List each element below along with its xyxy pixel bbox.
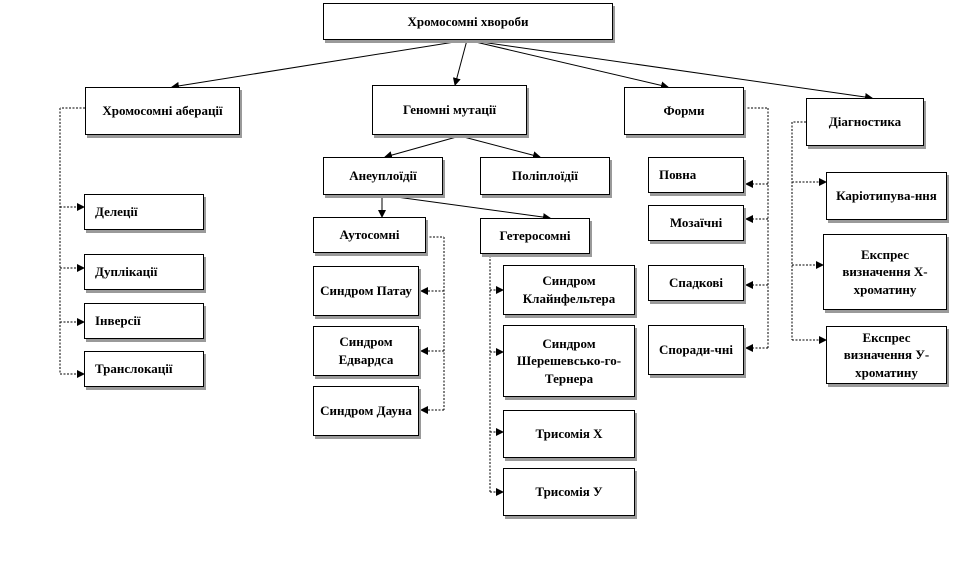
node-aneuploidy: Анеуплоїдії <box>323 157 443 195</box>
node-form-sporadic: Споради-чні <box>648 325 744 375</box>
node-form-complete: Повна <box>648 157 744 193</box>
node-form-hereditary: Спадкові <box>648 265 744 301</box>
node-karyotyping: Каріотипува-ння <box>826 172 947 220</box>
arrow-root-diagnostics <box>466 39 873 101</box>
arrow-root-genomic <box>452 39 468 86</box>
arrow-genomic-aneuploidy <box>384 135 461 159</box>
node-x-chromatin-test: Експрес визначення Х-хроматину <box>823 234 947 310</box>
arrow-root-forms <box>466 39 669 90</box>
node-aberrations: Хромосомні аберації <box>85 87 240 135</box>
node-down-syndrome: Синдром Дауна <box>313 386 419 436</box>
arrow-aneuploidy-gonosomal <box>381 194 551 222</box>
node-genomic-mutations: Геномні мутації <box>372 85 527 135</box>
node-aberration-deletions: Делеції <box>84 194 204 230</box>
arrow-genomic-polyploidy <box>459 135 541 160</box>
node-trisomy-x: Трисомія Х <box>503 410 635 458</box>
node-patau-syndrome: Синдром Патау <box>313 266 419 316</box>
node-diagnostics: Діагностика <box>806 98 924 146</box>
node-klinefelter-syndrome: Синдром Клайнфельтера <box>503 265 635 315</box>
bracket-connectors <box>59 107 827 496</box>
root-connectors <box>171 39 873 222</box>
node-forms: Форми <box>624 87 744 135</box>
node-aberration-inversions: Інверсії <box>84 303 204 339</box>
node-turner-syndrome: Синдром Шерешевсько-го-Тернера <box>503 325 635 397</box>
node-form-mosaic: Мозаїчні <box>648 205 744 241</box>
node-root: Хромосомні хвороби <box>323 3 613 40</box>
node-aberration-duplications: Дуплікації <box>84 254 204 290</box>
node-trisomy-y: Трисомія У <box>503 468 635 516</box>
node-polyploidy: Поліплоїдії <box>480 157 610 195</box>
node-gonosomal: Гетеросомні <box>480 218 590 254</box>
node-autosomal: Аутосомні <box>313 217 426 253</box>
node-aberration-translocations: Транслокації <box>84 351 204 387</box>
node-y-chromatin-test: Експрес визначення У-хроматину <box>826 326 947 384</box>
arrow-root-aberrations <box>171 39 468 90</box>
node-edwards-syndrome: Синдром Едвардса <box>313 326 419 376</box>
